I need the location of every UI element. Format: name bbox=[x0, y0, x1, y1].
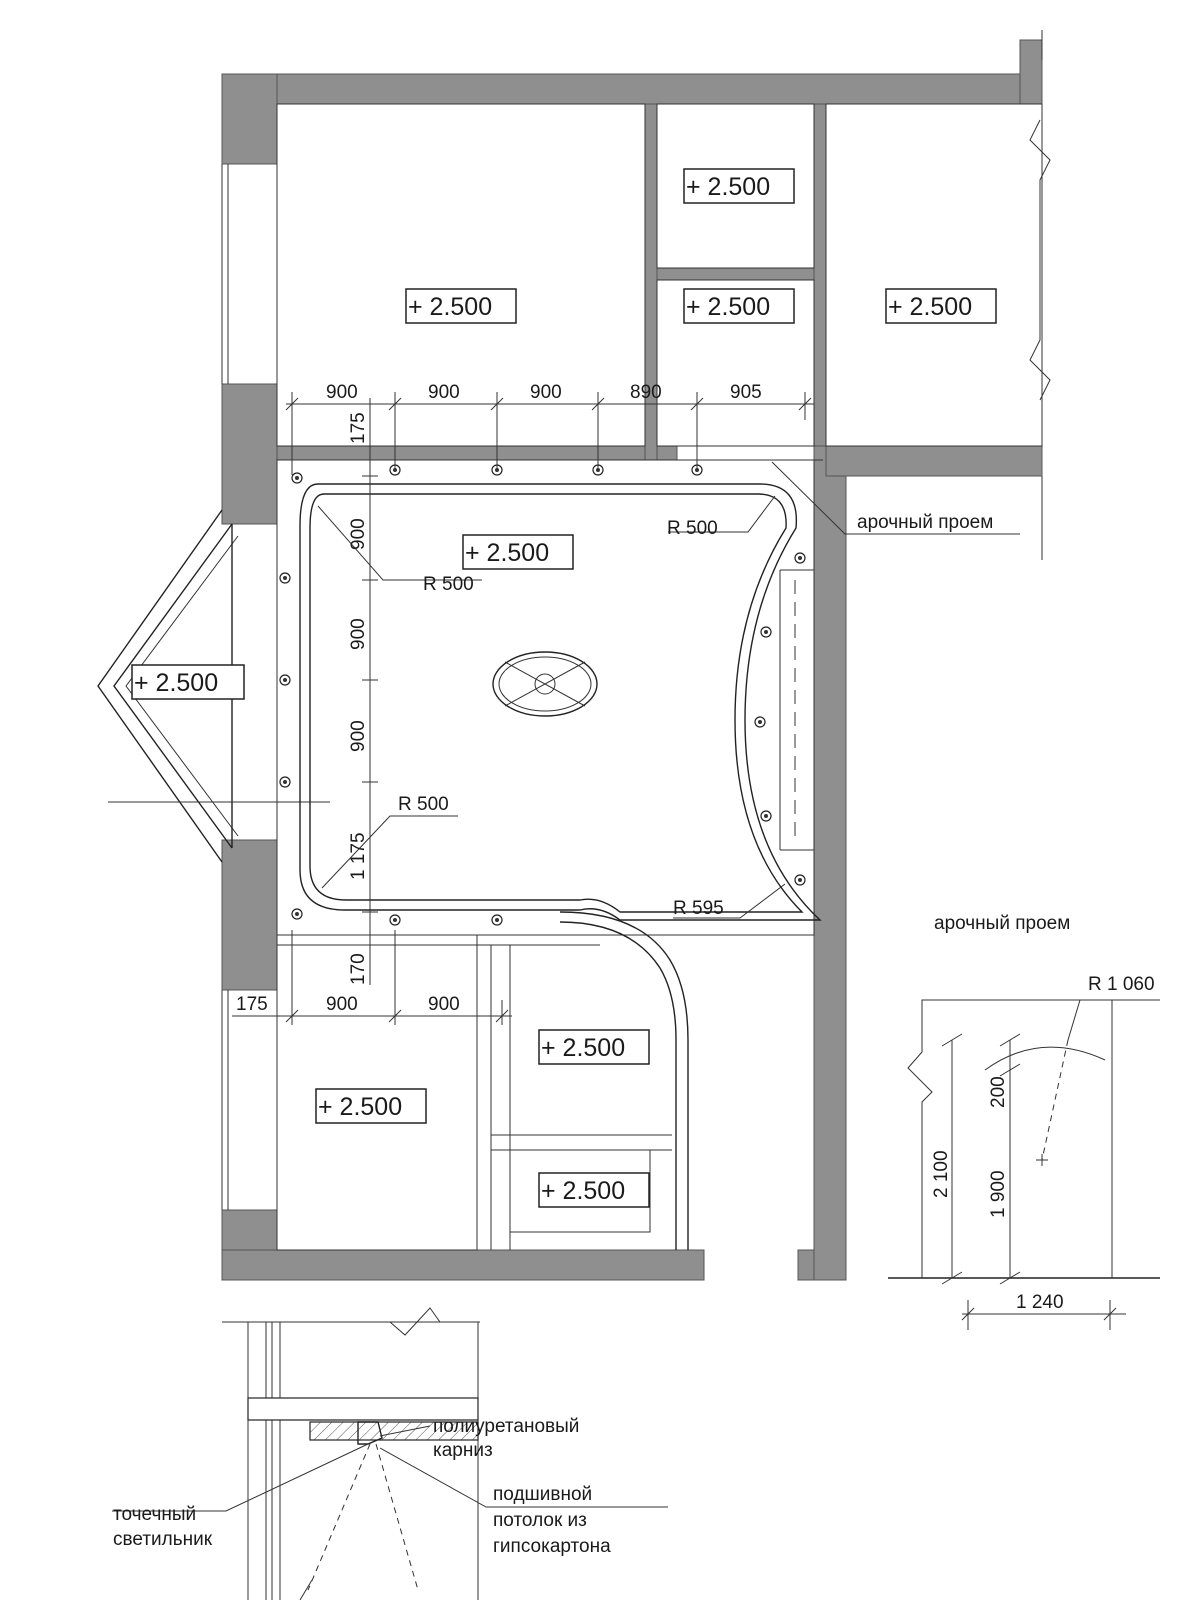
room-top-left-outline bbox=[276, 103, 646, 447]
arch-height-rise: 200 bbox=[988, 1076, 1009, 1108]
spot-light-icon bbox=[491, 914, 503, 926]
wall-top bbox=[221, 73, 1043, 105]
wall-corridor-right bbox=[825, 445, 1043, 477]
arch-plan-label: арочный проем bbox=[857, 512, 993, 533]
radius-top-left: R 500 bbox=[423, 574, 474, 595]
section-detail: полиуретановый карниз подшивной потолок … bbox=[112, 1307, 668, 1600]
room-outlines bbox=[276, 103, 1043, 1251]
wall-bottom-left bbox=[221, 1249, 705, 1281]
level-tag-box bbox=[885, 288, 997, 324]
ceiling-label-line2: потолок из bbox=[493, 1510, 587, 1531]
bay-window bbox=[97, 509, 239, 863]
spot-light-icon bbox=[389, 914, 401, 926]
level-tag-box bbox=[131, 664, 245, 700]
wall-left-mid-upper bbox=[221, 383, 278, 525]
dim-top-5: 905 bbox=[730, 382, 762, 403]
wall-partition-top-2 bbox=[656, 267, 815, 281]
arch-height-spring: 1 900 bbox=[988, 1170, 1009, 1218]
room-top-mid-lower-outline bbox=[656, 279, 815, 447]
break-lines bbox=[1029, 30, 1051, 560]
spot-label-line1: точечный bbox=[113, 1504, 196, 1525]
level-tag-box bbox=[538, 1172, 650, 1208]
level-tag-box bbox=[683, 168, 795, 204]
cornice-profile bbox=[357, 1421, 383, 1445]
spot-light-icon bbox=[279, 776, 291, 788]
spot-light-icon bbox=[291, 472, 303, 484]
level-room-bottom-mid-upper: + 2.500 bbox=[541, 1034, 625, 1062]
level-living-room: + 2.500 bbox=[465, 539, 549, 567]
dim-bottom-offset: 170 bbox=[348, 953, 369, 985]
level-room-bottom-mid-lower: + 2.500 bbox=[541, 1177, 625, 1205]
dim-left-2: 900 bbox=[348, 618, 369, 650]
wall-left-top bbox=[221, 73, 278, 165]
level-room-top-mid-upper: + 2.500 bbox=[686, 173, 770, 201]
dim-top-4: 890 bbox=[630, 382, 662, 403]
room-top-mid-upper-outline bbox=[656, 103, 815, 269]
chandelier-icon bbox=[492, 651, 598, 717]
radius-top-right: R 500 bbox=[667, 518, 718, 539]
level-tag-box bbox=[462, 534, 574, 570]
arch-height-total: 2 100 bbox=[931, 1150, 952, 1198]
dim-left-4: 1 175 bbox=[348, 832, 369, 880]
level-tag-box bbox=[405, 288, 517, 324]
level-tag-box bbox=[683, 288, 795, 324]
dimension-labels: 900 900 900 890 905 175 900 900 900 1 17… bbox=[236, 382, 993, 1015]
floor-slab bbox=[247, 1397, 479, 1421]
arch-detail-title: арочный проем bbox=[934, 913, 1070, 934]
dim-left-1: 900 bbox=[348, 518, 369, 550]
wall-partition-top-1 bbox=[644, 103, 658, 461]
ceiling-label-line1: подшивной bbox=[493, 1484, 592, 1505]
dim-bottom-1: 175 bbox=[236, 994, 268, 1015]
arch-width: 1 240 bbox=[1016, 1292, 1064, 1313]
spot-label-line2: светильник bbox=[113, 1529, 213, 1550]
spot-light-icon bbox=[279, 674, 291, 686]
spot-light-icon bbox=[760, 810, 772, 822]
wall-top-right-stub bbox=[1019, 39, 1043, 105]
spot-light-icon bbox=[794, 552, 806, 564]
wall-partition-horizontal bbox=[276, 445, 678, 461]
level-tags: + 2.500 + 2.500 + 2.500 + 2.500 + 2.500 … bbox=[131, 168, 997, 1208]
windows bbox=[221, 164, 229, 1210]
spot-light-icon bbox=[760, 626, 772, 638]
spot-light-icon bbox=[754, 716, 766, 728]
wall-partition-right bbox=[813, 445, 847, 1281]
dim-top-2: 900 bbox=[428, 382, 460, 403]
dimension-lines bbox=[232, 392, 1020, 1025]
plasterboard-ceiling bbox=[309, 1421, 479, 1441]
dim-top-3: 900 bbox=[530, 382, 562, 403]
level-room-bottom-left: + 2.500 bbox=[318, 1093, 402, 1121]
level-room-top-right: + 2.500 bbox=[888, 293, 972, 321]
level-tag-box bbox=[538, 1029, 650, 1065]
arch-radius: R 1 060 bbox=[1088, 974, 1155, 995]
radius-bottom-right: R 595 bbox=[673, 898, 724, 919]
room-top-right-outline bbox=[825, 103, 1043, 447]
dim-bottom-2: 900 bbox=[326, 994, 358, 1015]
cornice-label-line1: полиуретановый bbox=[433, 1416, 579, 1437]
level-bay-window: + 2.500 bbox=[134, 669, 218, 697]
wall-left-mid-lower bbox=[221, 839, 278, 991]
dim-left-3: 900 bbox=[348, 720, 369, 752]
level-room-top-left: + 2.500 bbox=[408, 293, 492, 321]
radius-bottom-left: R 500 bbox=[398, 794, 449, 815]
spot-light-icon bbox=[794, 874, 806, 886]
dim-top-1: 900 bbox=[326, 382, 358, 403]
wall-partition-right-upper bbox=[813, 103, 827, 447]
arch-detail: арочный проем R 1 060 2 100 200 1 900 1 … bbox=[888, 913, 1160, 1330]
spot-lights bbox=[279, 464, 806, 926]
dim-top-offset: 175 bbox=[348, 412, 369, 444]
ceiling-contour bbox=[299, 459, 826, 1250]
room-bottom-mid-lower-outline bbox=[509, 1149, 651, 1233]
walls bbox=[221, 39, 1043, 1281]
level-tag-box bbox=[315, 1088, 427, 1124]
cornice-label-line2: карниз bbox=[433, 1440, 493, 1461]
level-room-top-mid-lower: + 2.500 bbox=[686, 293, 770, 321]
spot-light-icon bbox=[291, 908, 303, 920]
dim-bottom-3: 900 bbox=[428, 994, 460, 1015]
ceiling-label-line3: гипсокартона bbox=[493, 1536, 611, 1557]
spot-light-icon bbox=[279, 572, 291, 584]
